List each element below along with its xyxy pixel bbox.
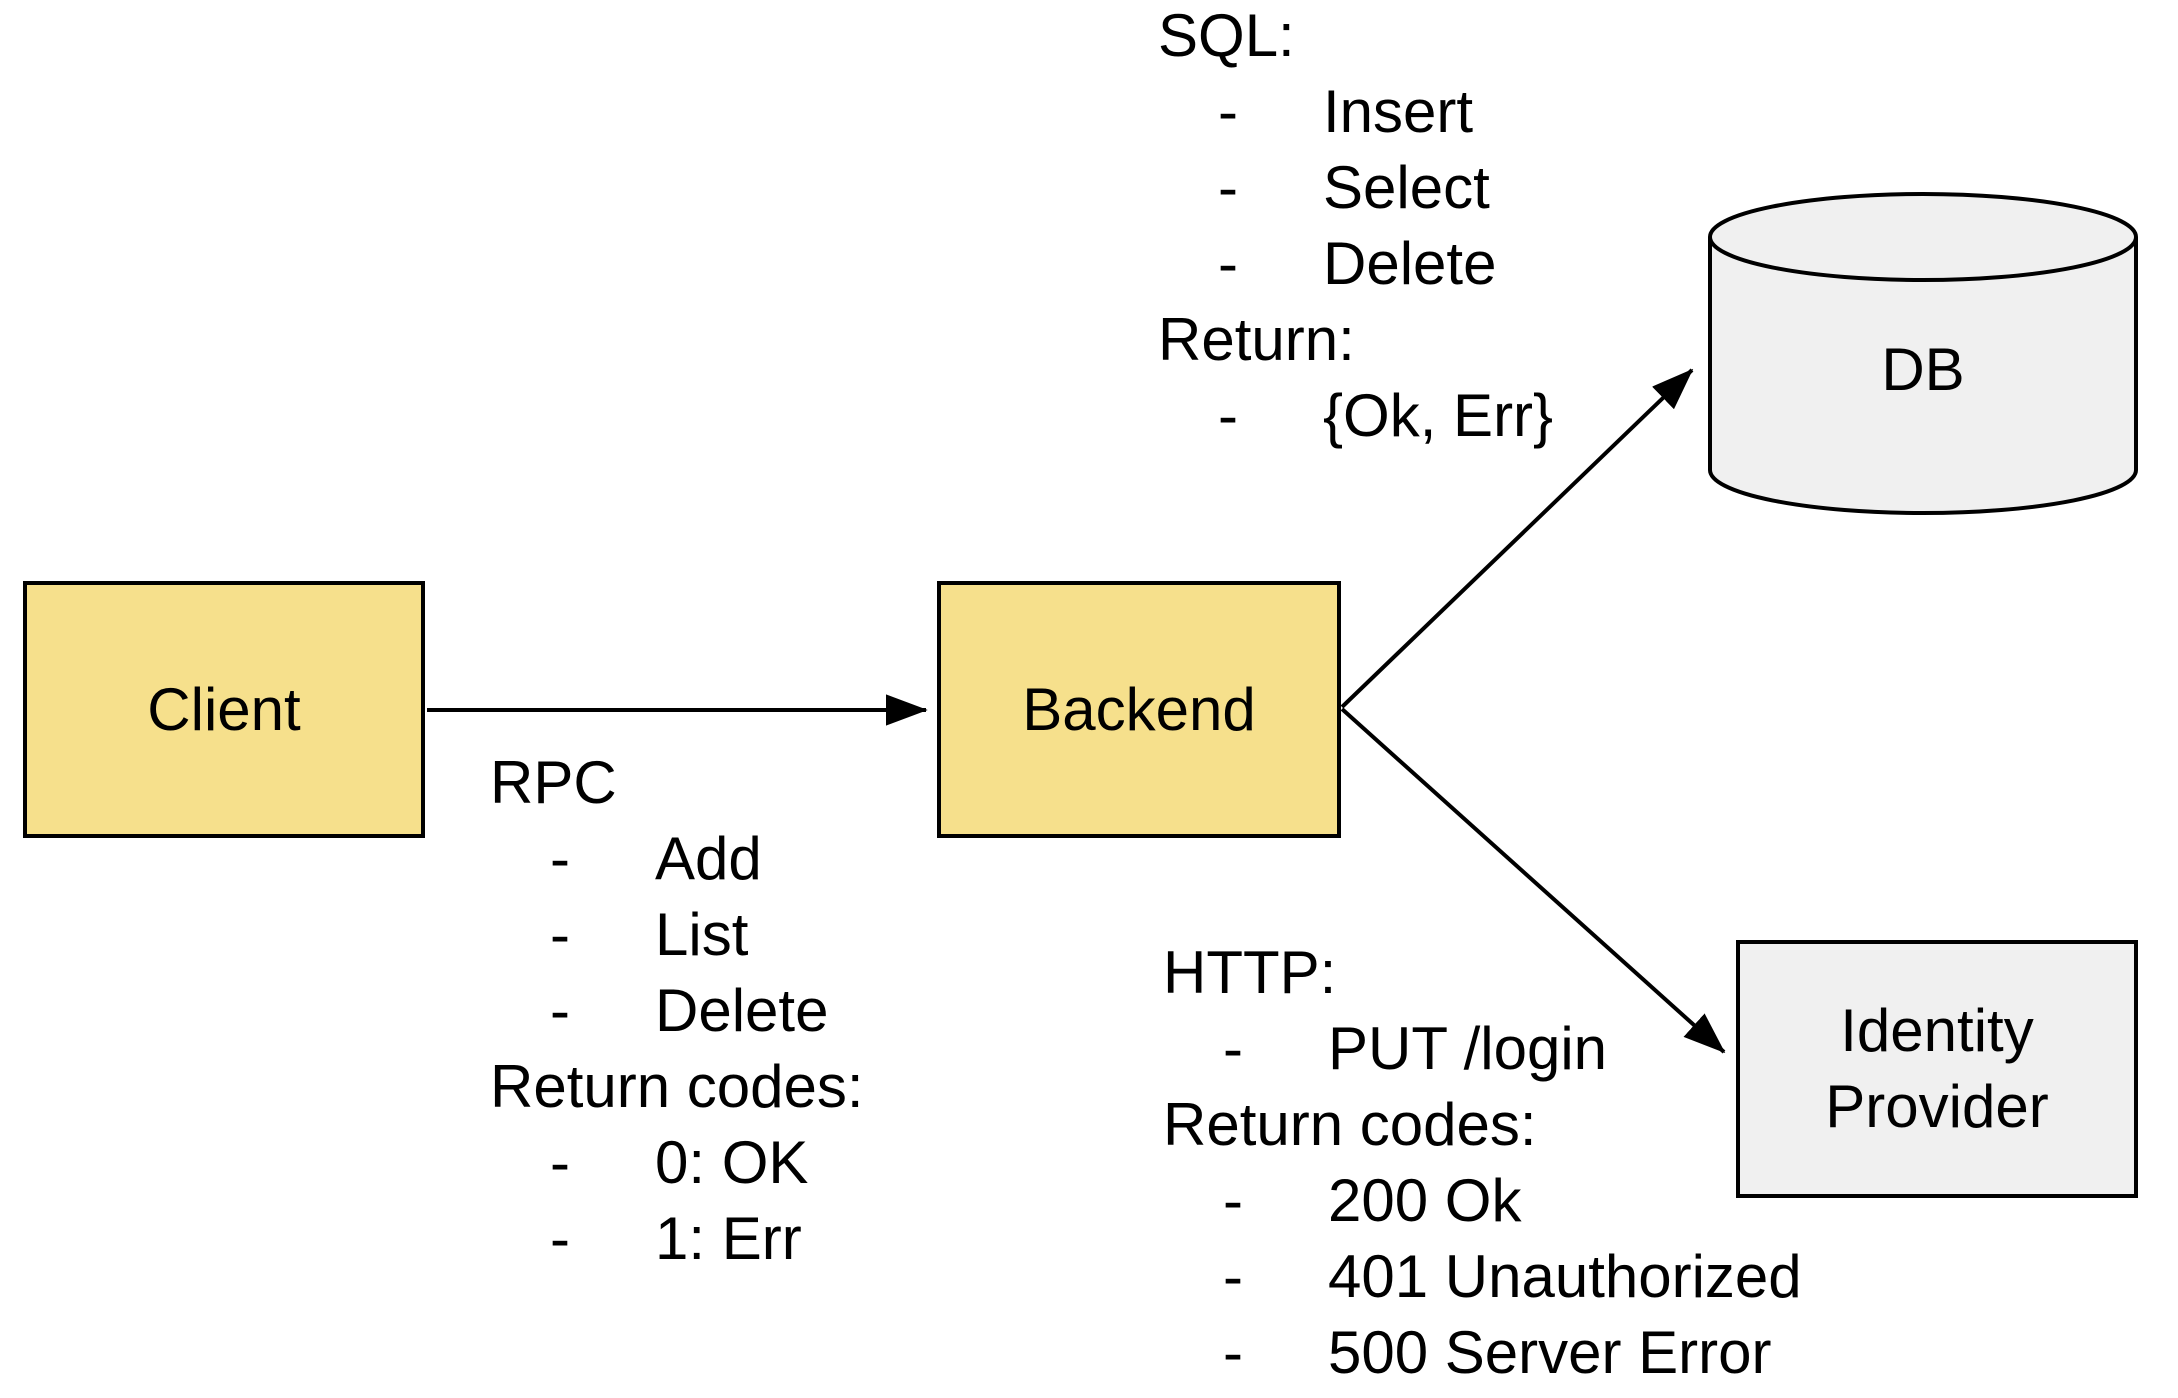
node-client: Client (23, 581, 425, 838)
note-line-text: 0: OK (655, 1129, 809, 1196)
bullet-dash: - (1218, 154, 1238, 221)
node-client-label: Client (147, 675, 301, 743)
note-line-text: Delete (1323, 230, 1497, 297)
annotation-rpc: RPC - Add - List - Delete Return codes: - 0:… (490, 745, 864, 1277)
note-line: - {Ok, Err} (1158, 378, 1553, 454)
note-line: - Delete (1158, 226, 1553, 302)
bullet-dash: - (550, 1205, 570, 1272)
annotation-http: HTTP: -PUT /login Return codes: -200 Ok … (1163, 935, 1802, 1391)
note-line-text: 200 Ok (1328, 1167, 1522, 1234)
note-line: - Insert (1158, 74, 1553, 150)
note-line: - 0: OK (490, 1125, 864, 1201)
note-line-text: PUT /login (1328, 1015, 1608, 1082)
note-line-text: 1: Err (655, 1205, 802, 1272)
bullet-dash: - (1223, 1167, 1243, 1234)
note-line-text: Insert (1323, 78, 1474, 145)
node-db-label: DB (1881, 336, 1965, 403)
annotation-sql: SQL: - Insert - Select - Delete Return: - {O… (1158, 0, 1553, 454)
note-line-text: RPC (490, 749, 617, 816)
note-line: - 401 Unauthorized (1163, 1239, 1802, 1315)
node-backend: Backend (937, 581, 1341, 838)
note-line-text: Add (655, 825, 762, 892)
edge-backend-to-db-arrow (1340, 368, 1694, 709)
bullet-dash: - (1223, 1319, 1243, 1386)
node-identity-provider: Identity Provider (1736, 940, 2138, 1198)
bullet-dash: - (1223, 1015, 1243, 1082)
bullet-dash: - (550, 901, 570, 968)
db-cylinder-body (1708, 237, 2138, 515)
bullet-dash: - (550, 825, 570, 892)
bullet-dash: - (1218, 230, 1238, 297)
note-line-text: Return codes: (490, 1053, 864, 1120)
bullet-dash: - (550, 977, 570, 1044)
edge-backend-to-idp-arrow (1340, 707, 1726, 1054)
note-line-text: SQL: (1158, 2, 1295, 69)
note-line: - PUT /login (1163, 1011, 1802, 1087)
note-line-text: 401 Unauthorized (1328, 1243, 1802, 1310)
bullet-dash: - (1218, 382, 1238, 449)
note-line: - List (490, 897, 864, 973)
note-line-text: HTTP: (1163, 939, 1337, 1006)
note-line-text: Select (1323, 154, 1490, 221)
db-cylinder-top (1708, 192, 2138, 282)
node-identity-provider-label: Identity Provider (1825, 997, 2049, 1140)
note-line: - 200 Ok (1163, 1163, 1802, 1239)
note-line-text: 500 Server Error (1328, 1319, 1772, 1386)
note-line: - 500 Server Error (1163, 1315, 1802, 1391)
node-backend-label: Backend (1022, 675, 1256, 743)
note-line: HTTP: (1163, 935, 1802, 1011)
note-line: SQL: (1158, 0, 1553, 74)
note-line-text: {Ok, Err} (1323, 382, 1554, 449)
note-line: - Select (1158, 150, 1553, 226)
note-line: Return codes: (1163, 1087, 1802, 1163)
note-line-text: Delete (655, 977, 829, 1044)
note-line: Return codes: (490, 1049, 864, 1125)
note-line: - Delete (490, 973, 864, 1049)
note-line: Return: (1158, 302, 1553, 378)
note-line: RPC (490, 745, 864, 821)
bullet-dash: - (1218, 78, 1238, 145)
bullet-dash: - (550, 1129, 570, 1196)
note-line-text: Return codes: (1163, 1091, 1537, 1158)
note-line: - 1: Err (490, 1201, 864, 1277)
note-line-text: List (655, 901, 749, 968)
note-line-text: Return: (1158, 306, 1355, 373)
node-db-cylinder (1708, 192, 2138, 515)
note-line: - Add (490, 821, 864, 897)
bullet-dash: - (1223, 1243, 1243, 1310)
